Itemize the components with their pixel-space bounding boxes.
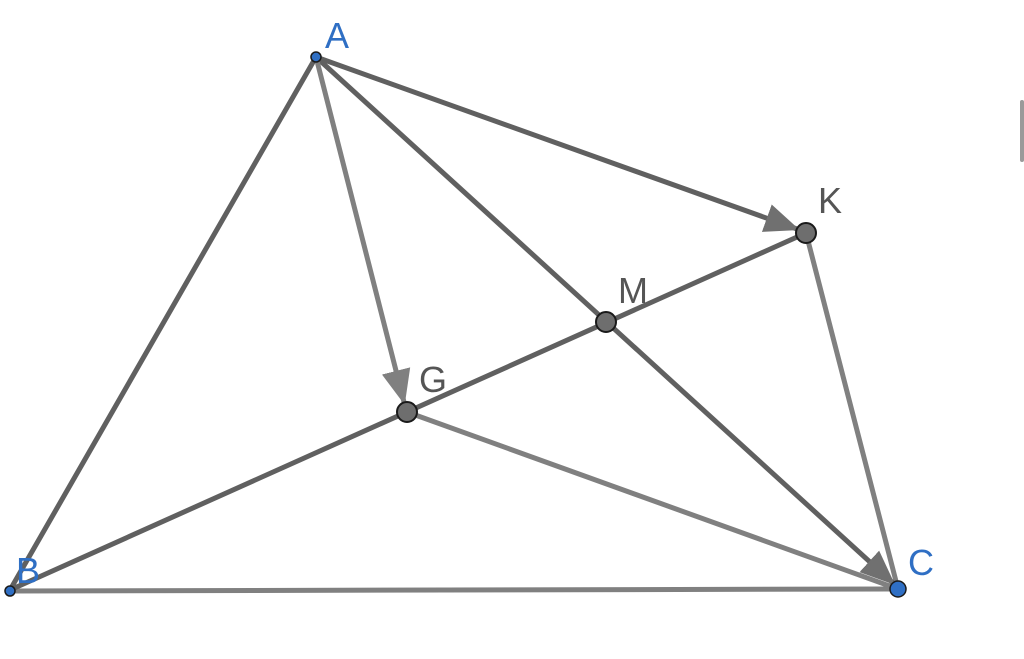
label-m: M [618, 270, 648, 311]
segment-kc [803, 230, 901, 592]
segment-gc [404, 409, 901, 592]
label-g: G [419, 359, 447, 400]
label-a: A [325, 15, 349, 56]
vector-ag [313, 54, 411, 405]
segment-bc [7, 586, 901, 594]
point-c [889, 580, 907, 598]
segment-ab [7, 54, 319, 593]
label-k: K [818, 180, 842, 221]
scrollbar-fragment [1020, 100, 1024, 162]
point-b [4, 585, 16, 597]
point-g [396, 401, 418, 423]
label-b: B [16, 550, 40, 591]
label-c: C [908, 542, 934, 583]
vector-ak [313, 54, 800, 232]
point-a [310, 51, 322, 63]
point-k [795, 222, 817, 244]
point-m [595, 311, 617, 333]
